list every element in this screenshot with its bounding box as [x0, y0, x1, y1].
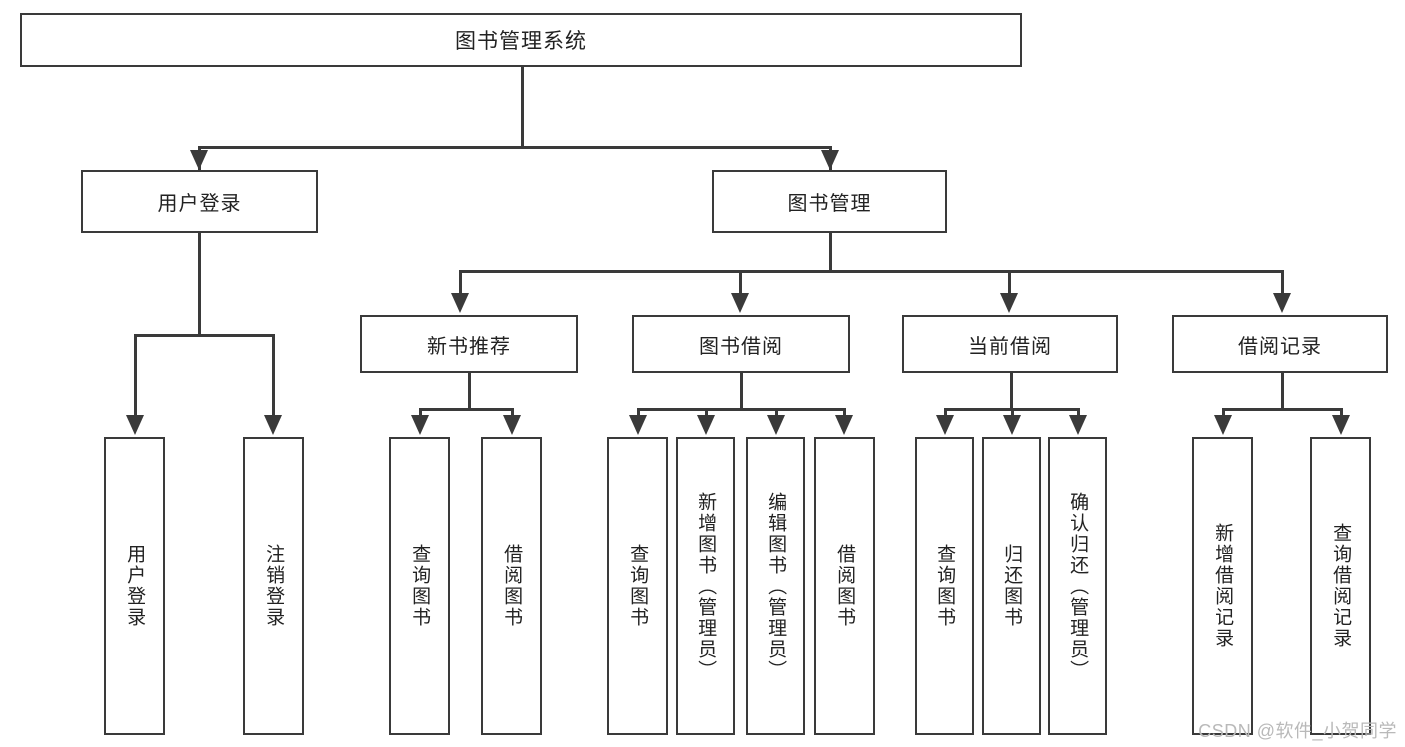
- connector-new-book-rec-bus: [419, 408, 514, 411]
- arrow-to-leaf-borrow-book-1: [503, 415, 521, 435]
- connector-book-borrow-2: [705, 408, 708, 420]
- leaf-borrow-book-2[interactable]: 借阅图书: [814, 437, 875, 735]
- connector-current-borrow-down: [1010, 373, 1013, 408]
- leaf-query-book-3-label: 查询图书: [934, 544, 956, 628]
- leaf-return-book-label: 归还图书: [1001, 544, 1023, 628]
- connector-new-book-rec-down: [468, 373, 471, 408]
- arrow-to-leaf-user-login: [126, 415, 144, 435]
- arrow-to-current-borrow: [1000, 293, 1018, 313]
- arrow-to-book-manage: [821, 150, 839, 170]
- node-borrow-record[interactable]: 借阅记录: [1172, 315, 1388, 373]
- node-book-borrow[interactable]: 图书借阅: [632, 315, 850, 373]
- leaf-edit-book[interactable]: 编辑图书（管理员）: [746, 437, 805, 735]
- leaf-add-borrow-record-label: 新增借阅记录: [1212, 523, 1234, 649]
- connector-new-book-rec-r: [511, 408, 514, 420]
- arrow-to-leaf-query-record: [1332, 415, 1350, 435]
- connector-borrow-record-down: [1281, 373, 1284, 408]
- arrow-to-leaf-borrow-book-2: [835, 415, 853, 435]
- arrow-to-leaf-add-book: [697, 415, 715, 435]
- csdn-watermark: CSDN @软件_小贺同学: [1198, 721, 1397, 741]
- arrow-to-book-borrow: [731, 293, 749, 313]
- connector-to-book-borrow: [739, 270, 742, 298]
- leaf-edit-book-label: 编辑图书（管理员）: [765, 491, 787, 681]
- leaf-user-login-label: 用户登录: [124, 544, 146, 628]
- leaf-logout[interactable]: 注销登录: [243, 437, 304, 735]
- node-borrow-record-label: 借阅记录: [1238, 335, 1322, 358]
- connector-book-borrow-3: [775, 408, 778, 420]
- node-root-system-label: 图书管理系统: [455, 30, 587, 53]
- connector-current-borrow-2: [1011, 408, 1014, 420]
- connector-book-borrow-bus: [637, 408, 845, 411]
- leaf-logout-label: 注销登录: [263, 544, 285, 628]
- leaf-user-login[interactable]: 用户登录: [104, 437, 165, 735]
- leaf-confirm-return[interactable]: 确认归还（管理员）: [1048, 437, 1107, 735]
- arrow-to-new-book-rec: [451, 293, 469, 313]
- arrow-to-leaf-query-book-3: [936, 415, 954, 435]
- connector-borrow-record-bus: [1222, 408, 1342, 411]
- leaf-query-book-1-label: 查询图书: [409, 544, 431, 628]
- leaf-query-borrow-record[interactable]: 查询借阅记录: [1310, 437, 1371, 735]
- connector-book-borrow-1: [637, 408, 640, 420]
- leaf-add-book-label: 新增图书（管理员）: [695, 491, 717, 681]
- connector-to-new-book-rec: [459, 270, 462, 298]
- leaf-borrow-book-1[interactable]: 借阅图书: [481, 437, 542, 735]
- arrow-to-user-login: [190, 150, 208, 170]
- node-book-manage-label: 图书管理: [787, 193, 872, 215]
- leaf-borrow-book-2-label: 借阅图书: [834, 544, 856, 628]
- connector-new-book-rec-l: [419, 408, 422, 420]
- leaf-return-book[interactable]: 归还图书: [982, 437, 1041, 735]
- leaf-query-book-2-label: 查询图书: [627, 544, 649, 628]
- connector-book-manage-down: [829, 233, 832, 270]
- arrow-to-leaf-add-record: [1214, 415, 1232, 435]
- connector-book-borrow-4: [843, 408, 846, 420]
- node-current-borrow-label: 当前借阅: [968, 335, 1052, 358]
- node-new-book-recommend[interactable]: 新书推荐: [360, 315, 578, 373]
- connector-level3-bus: [459, 270, 1283, 273]
- leaf-confirm-return-label: 确认归还（管理员）: [1067, 491, 1089, 681]
- connector-root-down: [521, 67, 524, 146]
- leaf-add-book[interactable]: 新增图书（管理员）: [676, 437, 735, 735]
- arrow-to-borrow-record: [1273, 293, 1291, 313]
- arrow-to-leaf-query-book-1: [411, 415, 429, 435]
- arrow-to-leaf-confirm-return: [1069, 415, 1087, 435]
- connector-user-login-right: [272, 334, 275, 420]
- connector-user-login-bus: [134, 334, 272, 337]
- connector-current-borrow-3: [1077, 408, 1080, 420]
- connector-borrow-record-r: [1340, 408, 1343, 420]
- leaf-borrow-book-1-label: 借阅图书: [501, 544, 523, 628]
- connector-book-borrow-down: [740, 373, 743, 408]
- arrow-to-leaf-logout: [264, 415, 282, 435]
- arrow-to-leaf-return-book: [1003, 415, 1021, 435]
- connector-borrow-record-l: [1222, 408, 1225, 420]
- leaf-query-book-3[interactable]: 查询图书: [915, 437, 974, 735]
- arrow-to-leaf-query-book-2: [629, 415, 647, 435]
- node-root-system[interactable]: 图书管理系统: [20, 13, 1022, 67]
- connector-level2-bus: [198, 146, 832, 149]
- node-new-book-recommend-label: 新书推荐: [427, 335, 511, 358]
- connector-user-login-left: [134, 334, 137, 420]
- node-book-borrow-label: 图书借阅: [699, 335, 783, 358]
- leaf-query-book-1[interactable]: 查询图书: [389, 437, 450, 735]
- connector-to-current-borrow: [1008, 270, 1011, 298]
- connector-current-borrow-1: [944, 408, 947, 420]
- node-user-login[interactable]: 用户登录: [81, 170, 318, 233]
- node-current-borrow[interactable]: 当前借阅: [902, 315, 1118, 373]
- node-user-login-label: 用户登录: [157, 193, 242, 215]
- connector-user-login-down: [198, 233, 201, 334]
- leaf-query-borrow-record-label: 查询借阅记录: [1330, 523, 1352, 649]
- connector-to-borrow-record: [1281, 270, 1284, 298]
- leaf-query-book-2[interactable]: 查询图书: [607, 437, 668, 735]
- leaf-add-borrow-record[interactable]: 新增借阅记录: [1192, 437, 1253, 735]
- arrow-to-leaf-edit-book: [767, 415, 785, 435]
- node-book-manage[interactable]: 图书管理: [712, 170, 947, 233]
